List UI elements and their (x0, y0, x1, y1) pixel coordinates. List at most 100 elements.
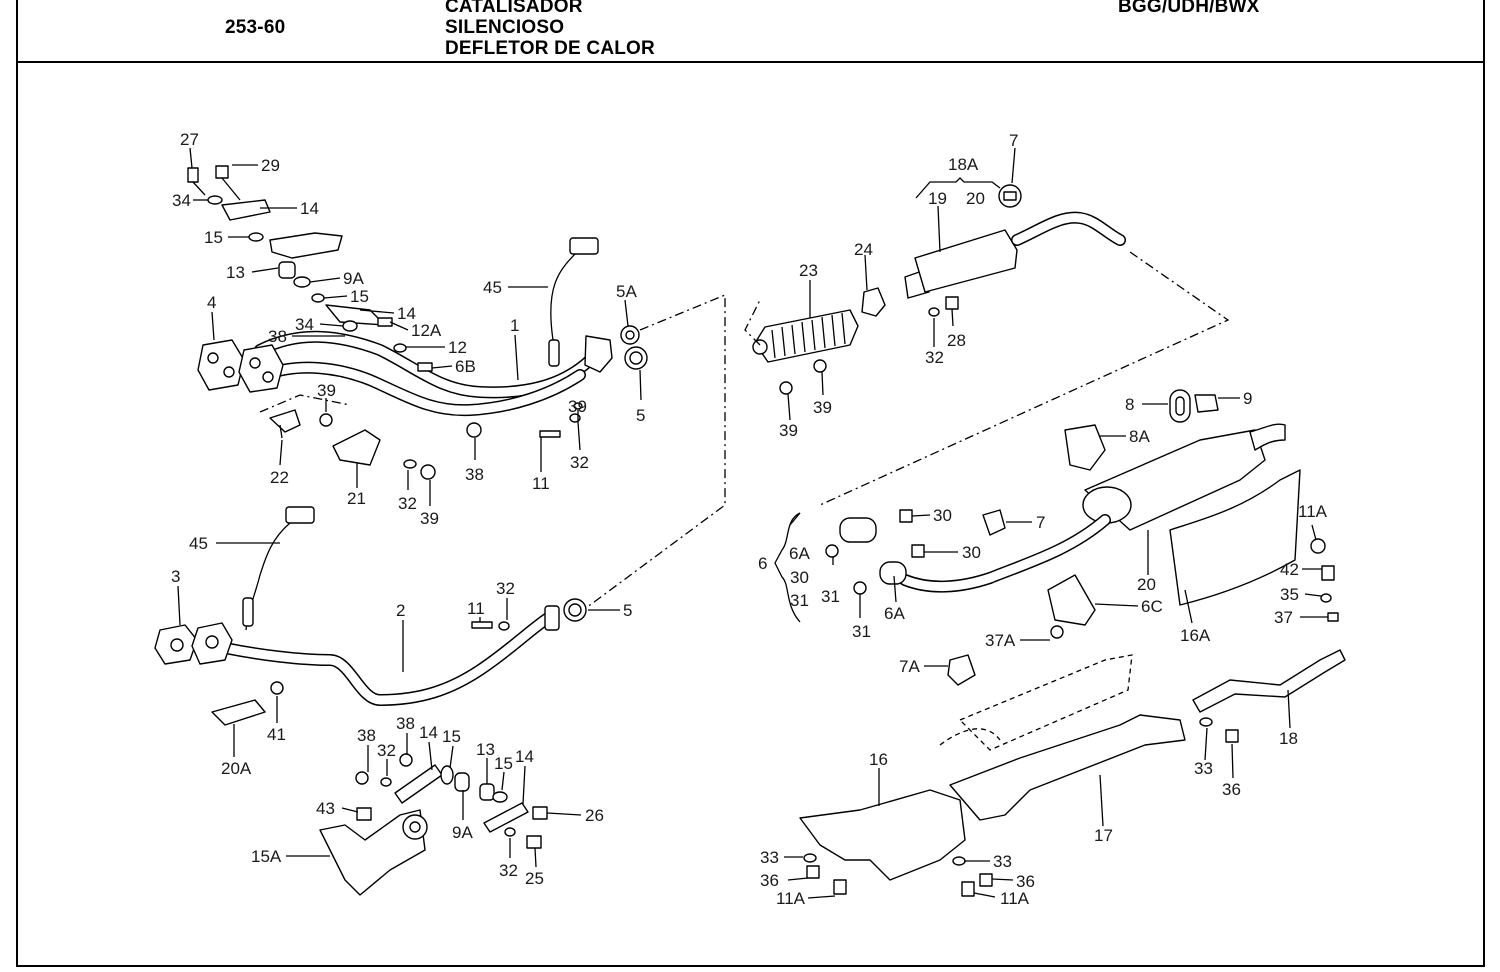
callout-36: 36 (1222, 780, 1241, 799)
callout-14b: 14 (397, 304, 416, 323)
callout-37a: 37A (985, 631, 1016, 650)
engine-codes: BGG/UDH/BWX (1118, 0, 1260, 17)
heat-shields (799, 714, 1186, 897)
callout-12: 12 (448, 338, 467, 357)
callout-11b: 11 (467, 599, 485, 618)
callout-3: 3 (171, 567, 180, 586)
callout-11a: 11A (1298, 502, 1328, 521)
callout-19: 19 (928, 189, 947, 208)
callout-1: 1 (510, 316, 519, 335)
callout-11: 11 (532, 474, 550, 493)
callout-28: 28 (947, 331, 966, 350)
callout-9a: 9A (343, 269, 364, 288)
callout-20b: 20 (1137, 575, 1156, 594)
front-pipe-2-assembly (154, 506, 587, 726)
callout-15: 15 (204, 228, 223, 247)
callout-20a: 20A (221, 759, 252, 778)
callout-15d: 15 (494, 754, 513, 773)
callout-37: 37 (1274, 608, 1293, 627)
group-code: 253-60 (225, 17, 286, 38)
callout-39: 39 (317, 381, 336, 400)
callout-31: 31 (790, 591, 809, 610)
callout-34b: 34 (295, 315, 314, 334)
callout-16a: 16A (1180, 626, 1211, 645)
callout-31c: 31 (852, 622, 871, 641)
callout-5a: 5A (616, 282, 637, 301)
callout-5b: 5 (623, 601, 632, 620)
callout-6a: 6A (789, 544, 810, 563)
callout-42: 42 (1280, 560, 1299, 579)
callout-45: 45 (483, 278, 502, 297)
callout-12a: 12A (411, 321, 442, 340)
callout-17: 17 (1094, 826, 1113, 845)
front-pipe-1-assembly (197, 237, 648, 417)
callout-33: 33 (1194, 759, 1213, 778)
callout-13: 13 (226, 263, 245, 282)
callout-23: 23 (799, 261, 818, 280)
callout-15c: 15 (442, 727, 461, 746)
callout-30c: 30 (790, 568, 809, 587)
callout-16: 16 (869, 750, 888, 769)
callout-18a: 18A (948, 155, 979, 174)
callout-30b: 30 (962, 543, 981, 562)
callout-5: 5 (636, 406, 645, 425)
title-silencer: SILENCIOSO (445, 17, 565, 38)
callout-14c: 14 (419, 723, 438, 742)
callout-6a-b: 6A (884, 604, 905, 623)
callout-11a-c: 11A (1000, 889, 1030, 908)
callout-11a-b: 11A (776, 889, 806, 908)
part-titles: CATALISADOR SILENCIOSO DEFLETOR DE CALOR (445, 0, 655, 59)
callout-30: 30 (933, 506, 952, 525)
callout-38c: 38 (357, 726, 376, 745)
leader-lines (177, 147, 1328, 899)
callout-34: 34 (172, 191, 191, 210)
callout-27: 27 (180, 130, 199, 149)
callout-labels: 27 29 34 14 15 13 9A 15 14 34 12A 12 6B … (171, 130, 1328, 908)
callout-32c: 32 (496, 579, 515, 598)
mount-bracket-15a-group (319, 753, 548, 896)
callout-33b: 33 (760, 848, 779, 867)
callout-9: 9 (1243, 389, 1252, 408)
callout-4: 4 (207, 293, 216, 312)
callout-43: 43 (316, 799, 335, 818)
callout-6c: 6C (1141, 597, 1163, 616)
callout-39e: 39 (779, 421, 798, 440)
callout-14d: 14 (515, 747, 534, 766)
callout-32: 32 (398, 494, 417, 513)
callout-6b: 6B (455, 357, 476, 376)
callout-20: 20 (966, 189, 985, 208)
callout-13b: 13 (476, 740, 495, 759)
callout-39d: 39 (813, 398, 832, 417)
callout-36c: 36 (1016, 872, 1035, 891)
callout-32e: 32 (499, 861, 518, 880)
title-catalyst: CATALISADOR (445, 0, 583, 17)
callout-24: 24 (854, 240, 873, 259)
lower-bracket-parts (259, 394, 583, 480)
callout-14: 14 (300, 199, 319, 218)
callout-2: 2 (396, 601, 405, 620)
callout-25: 25 (525, 869, 544, 888)
callout-31b: 31 (821, 587, 840, 606)
catalyst-and-front-silencer (752, 177, 1126, 395)
callout-26: 26 (585, 806, 604, 825)
callout-29: 29 (261, 156, 280, 175)
callout-45b: 45 (189, 534, 208, 553)
title-heat-shield: DEFLETOR DE CALOR (445, 38, 655, 59)
callout-8a: 8A (1129, 427, 1150, 446)
callout-39c: 39 (568, 397, 587, 416)
callout-7b: 7 (1036, 513, 1045, 532)
callout-22: 22 (270, 468, 289, 487)
rear-silencer-assembly (825, 423, 1346, 751)
callout-36b: 36 (760, 871, 779, 890)
callout-32d: 32 (377, 741, 396, 760)
drawing-frame (16, 0, 1485, 967)
callout-38: 38 (268, 327, 287, 346)
callout-21: 21 (347, 489, 366, 508)
callout-6: 6 (758, 554, 767, 573)
callout-9a-b: 9A (452, 823, 473, 842)
header-divider (16, 61, 1485, 63)
callout-32f: 32 (925, 348, 944, 367)
callout-38d: 38 (396, 714, 415, 733)
callout-39b: 39 (420, 509, 439, 528)
